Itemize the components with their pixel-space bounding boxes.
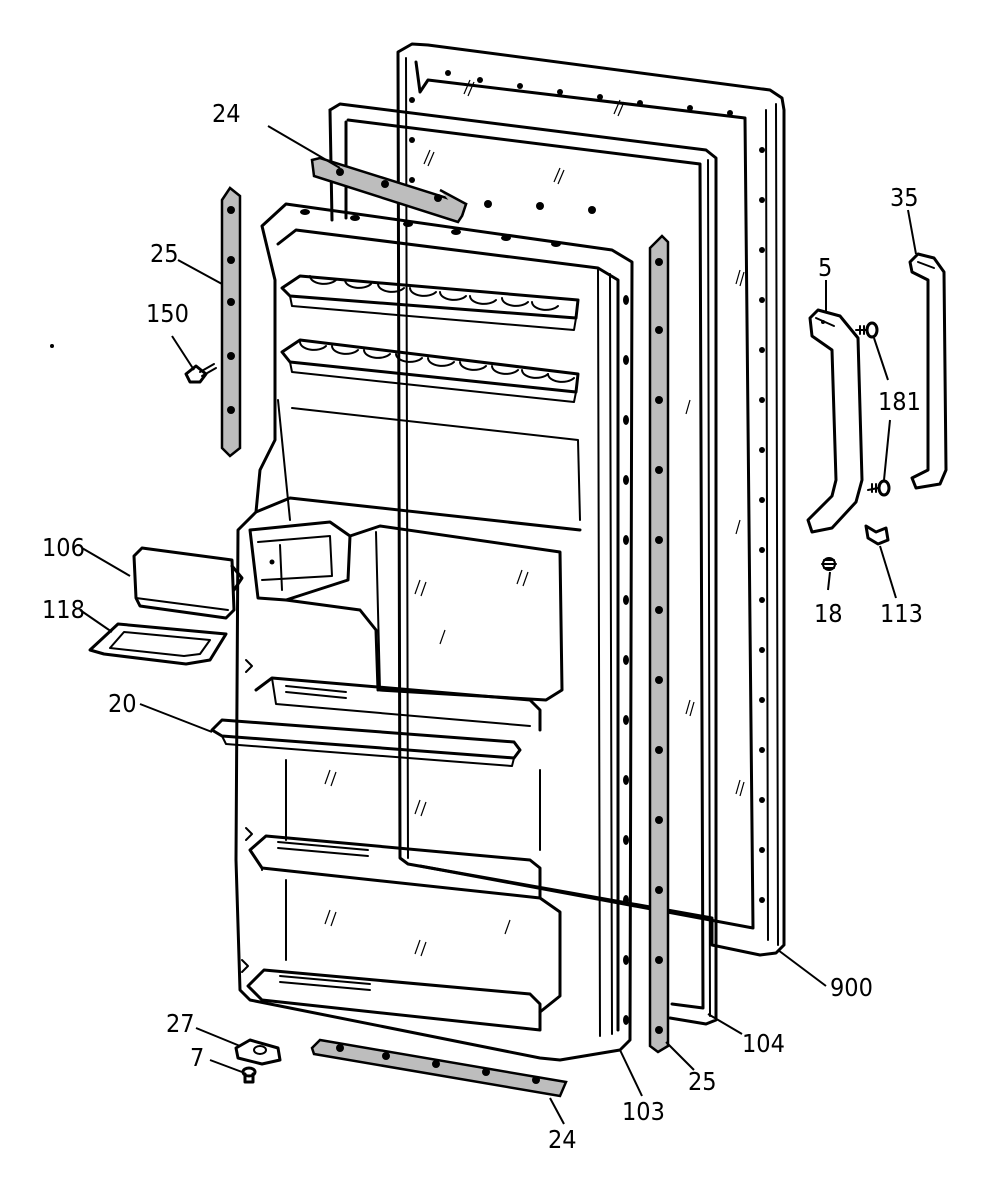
leader-lines xyxy=(79,125,917,1125)
screw-181-lower xyxy=(867,479,891,497)
label-gasket-left: 25 xyxy=(150,239,179,268)
screw-7 xyxy=(241,1066,257,1084)
label-plug-18: 18 xyxy=(814,599,843,628)
label-gasket-right: 25 xyxy=(688,1067,717,1096)
label-bracket-106: 106 xyxy=(42,533,85,562)
label-liner-103: 103 xyxy=(622,1097,665,1126)
egg-shelf-lower xyxy=(280,338,580,403)
label-screw-150: 150 xyxy=(146,299,189,328)
clip-113 xyxy=(864,524,890,546)
label-gasket-bottom: 24 xyxy=(548,1125,577,1154)
label-screw-181: 181 xyxy=(878,387,921,416)
panel-900-holes xyxy=(409,70,765,903)
egg-shelf-upper xyxy=(280,274,580,331)
part-labels: 24 25 150 106 118 20 27 7 24 103 25 104 … xyxy=(42,99,923,1154)
label-gasket-top: 24 xyxy=(212,99,241,128)
plug-18 xyxy=(821,557,837,571)
bracket-106 xyxy=(132,546,244,620)
label-tray-118: 118 xyxy=(42,595,85,624)
gasket-right-25 xyxy=(648,234,670,1054)
label-handle-trim-35: 35 xyxy=(890,183,919,212)
handle-5 xyxy=(806,308,864,534)
stray-mark xyxy=(50,344,54,348)
inner-liner-103 xyxy=(234,202,634,1062)
label-screw-7: 7 xyxy=(190,1043,204,1072)
hinge-27 xyxy=(234,1038,282,1066)
tray-118 xyxy=(88,622,228,666)
shelf-bar-20 xyxy=(210,718,522,767)
outer-door-panel-900 xyxy=(396,42,786,957)
liner-holes xyxy=(300,209,629,1025)
label-clip-113: 113 xyxy=(880,599,923,628)
dairy-compartment xyxy=(248,520,564,702)
label-hinge-27: 27 xyxy=(166,1009,195,1038)
handle-trim-35 xyxy=(908,252,948,490)
screw-181-upper xyxy=(855,321,879,339)
label-bar-20: 20 xyxy=(108,689,137,718)
gasket-bottom-24 xyxy=(310,1038,568,1098)
gasket-left-25 xyxy=(220,186,242,458)
gasket-top-24 xyxy=(310,156,596,224)
label-handle-5: 5 xyxy=(818,253,832,282)
screw-150 xyxy=(184,363,217,384)
label-door-900: 900 xyxy=(830,973,873,1002)
label-frame-104: 104 xyxy=(742,1029,785,1058)
